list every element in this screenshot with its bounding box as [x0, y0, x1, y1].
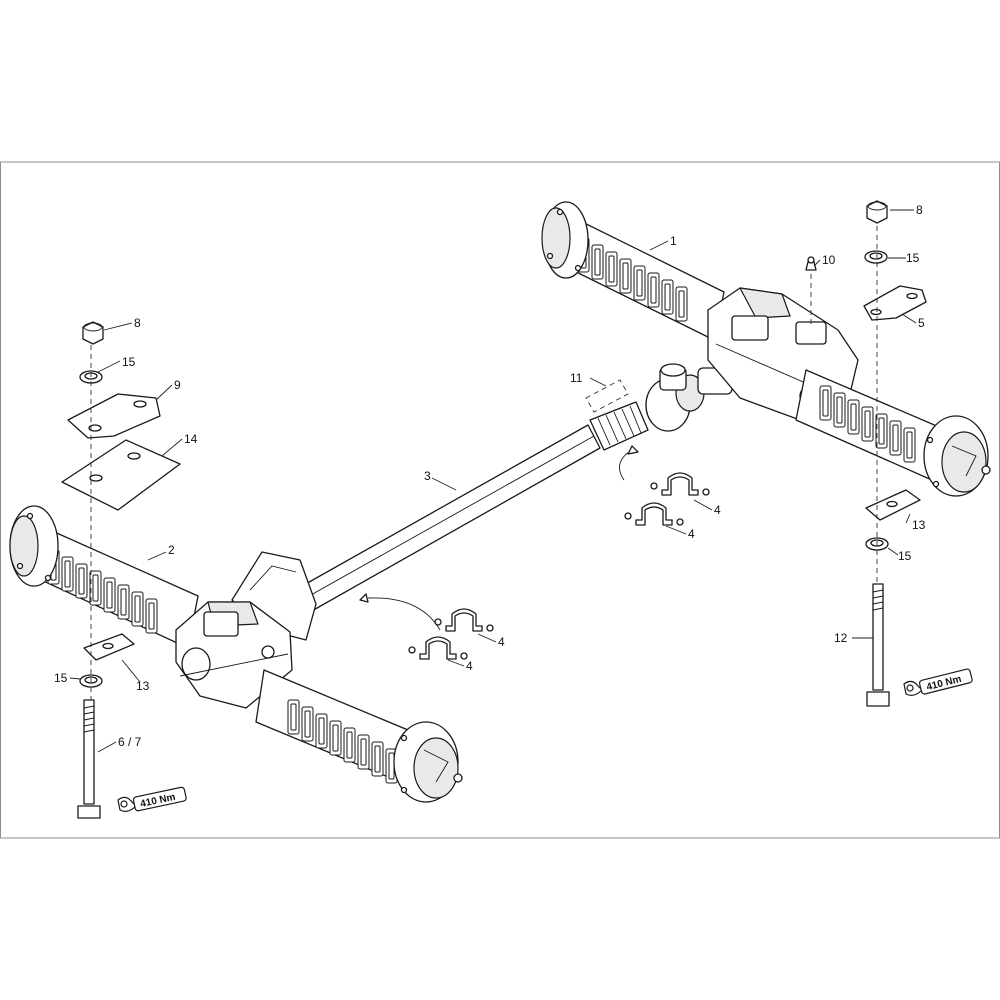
callout-4-c: 4: [498, 635, 505, 649]
torque-badge-left: 410 Nm: [117, 786, 187, 812]
callout-11: 11: [570, 371, 583, 385]
callout-9: 9: [174, 378, 181, 392]
callout-15-left-top: 15: [122, 355, 136, 369]
callout-2: 2: [168, 543, 175, 557]
callout-8-left: 8: [134, 316, 141, 330]
callout-5: 5: [918, 316, 925, 330]
left-mounting-stack: [61, 321, 181, 819]
drive-shaft: [294, 363, 733, 613]
callout-4-d: 4: [466, 659, 473, 673]
clamp-4-upper-b: [624, 502, 684, 526]
plate-9: [67, 393, 161, 439]
right-mounting-stack: [863, 200, 927, 707]
rotation-arrow-lower: [367, 597, 441, 631]
clamp-4-lower-b: [408, 636, 468, 660]
leader-lines: [69, 209, 917, 753]
callout-1: 1: [670, 234, 677, 248]
callout-4-a: 4: [714, 503, 721, 517]
clamp-4-upper-a: [650, 472, 710, 496]
clamp-4-lower-a: [434, 608, 494, 632]
callout-15-right-top: 15: [906, 251, 920, 265]
callout-8-right: 8: [916, 203, 923, 217]
callout-15-left-bottom: 15: [54, 671, 68, 685]
callout-12: 12: [834, 631, 848, 645]
rotation-arrow-upper: [619, 449, 633, 481]
callout-13-left: 13: [136, 679, 150, 693]
callout-14: 14: [184, 432, 198, 446]
callout-15-right-bottom: 15: [898, 549, 912, 563]
callout-6-7: 6 / 7: [118, 735, 142, 749]
axle-1: [541, 201, 991, 497]
bolt-12: [866, 583, 890, 707]
callout-3: 3: [424, 469, 431, 483]
callouts: 1 2 3 4 4 4 4 5 6 / 7 8 8 9 10 11 12 13 …: [54, 203, 926, 749]
callout-13-right: 13: [912, 518, 926, 532]
axle-2: [9, 505, 463, 803]
callout-10: 10: [822, 253, 836, 267]
grease-nipple-10: [805, 256, 817, 326]
torque-badge-right: 410 Nm: [903, 668, 973, 696]
callout-4-b: 4: [688, 527, 695, 541]
plate-14: [61, 439, 181, 511]
bolt-6-7: [77, 699, 101, 819]
